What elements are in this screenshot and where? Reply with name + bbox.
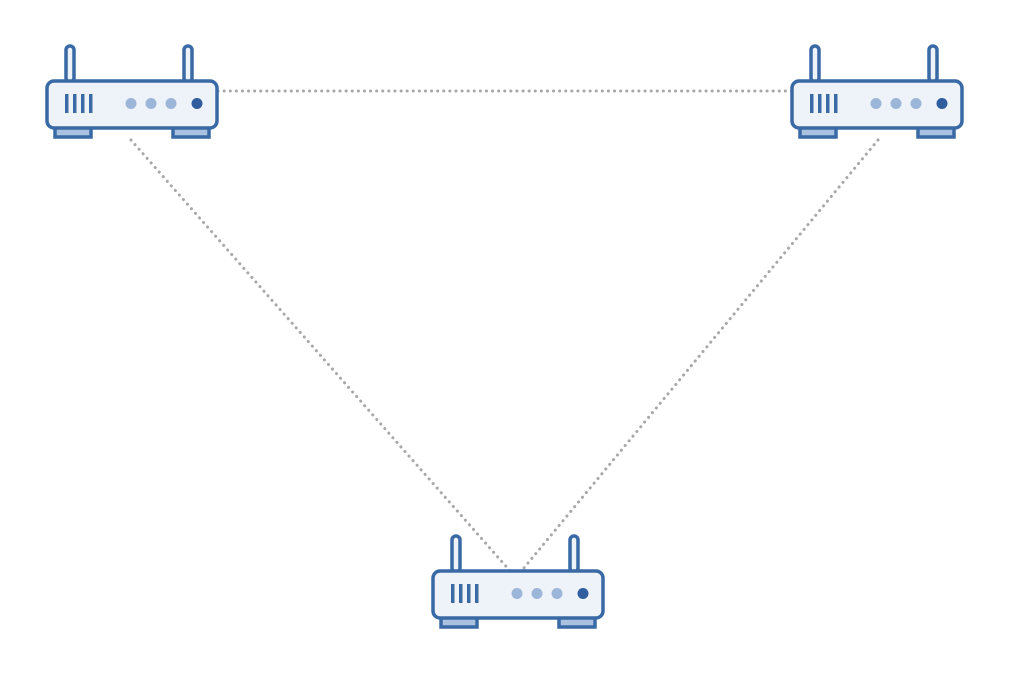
port-bar-4 (89, 94, 93, 113)
status-led-active (191, 98, 203, 109)
port-bar-3 (467, 584, 471, 603)
status-led-3 (910, 98, 922, 109)
antenna-right (568, 534, 580, 574)
port-bar-4 (475, 584, 479, 603)
router-bottom[interactable] (431, 534, 605, 630)
antenna-right (927, 44, 939, 84)
router-top-left[interactable] (45, 44, 219, 140)
port-bar-3 (81, 94, 85, 113)
port-bar-1 (65, 94, 69, 113)
antenna-right (182, 44, 194, 84)
status-led-active (577, 588, 589, 599)
wifi-router-icon (790, 44, 964, 139)
link-top-right-to-bottom (512, 138, 880, 582)
port-bar-2 (818, 94, 822, 113)
router-top-right[interactable] (790, 44, 964, 140)
status-led-2 (890, 98, 902, 109)
antenna-left (809, 44, 821, 84)
status-led-2 (531, 588, 543, 599)
port-bar-4 (834, 94, 838, 113)
status-led-2 (145, 98, 157, 109)
antenna-left (450, 534, 462, 574)
wifi-router-icon (45, 44, 219, 139)
status-led-1 (125, 98, 137, 109)
port-bar-1 (810, 94, 814, 113)
port-bar-3 (826, 94, 830, 113)
status-led-1 (511, 588, 523, 599)
status-led-3 (165, 98, 177, 109)
status-led-1 (870, 98, 882, 109)
status-led-3 (551, 588, 563, 599)
link-top-left-to-bottom (129, 138, 520, 582)
wifi-router-icon (431, 534, 605, 629)
port-bar-1 (451, 584, 455, 603)
port-bar-2 (459, 584, 463, 603)
port-bar-2 (73, 94, 77, 113)
antenna-left (64, 44, 76, 84)
status-led-active (936, 98, 948, 109)
